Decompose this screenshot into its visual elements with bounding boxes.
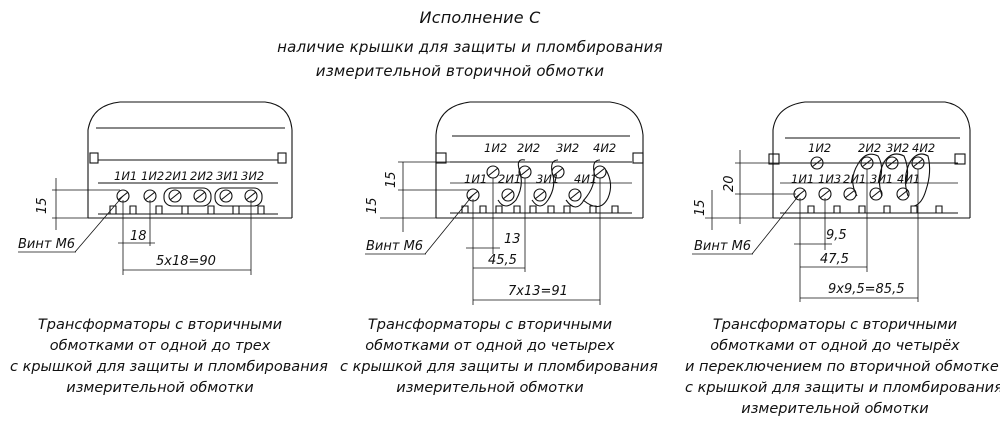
terminal-label: 1И1 [791, 172, 814, 186]
terminal-label: 4И2 [912, 141, 935, 155]
caption-line: с крышкой для защиты и пломбирования [10, 359, 328, 375]
dim-mid: 47,5 [820, 252, 849, 267]
housing-outline [772, 101, 971, 218]
dim-height: 15 [365, 197, 380, 214]
screw-label: Винт М6 [366, 239, 423, 254]
caption-line: Трансформаторы с вторичными [712, 317, 958, 333]
dim-height: 15 [693, 199, 708, 216]
terminal-label: 1И3 [818, 172, 841, 186]
dim-height: 20 [722, 175, 737, 192]
terminal-label: 3И1 [536, 172, 559, 186]
terminal-label: 2И2 [517, 141, 540, 155]
dim-total: 7x13=91 [508, 284, 568, 299]
terminal-slots [109, 205, 265, 214]
caption-line: обмотками от одной до четырёх [710, 338, 960, 354]
dim-height: 15 [35, 197, 50, 214]
housing-outline [435, 101, 644, 218]
dim-pitch: 18 [130, 229, 147, 244]
diagram-1 [18, 101, 293, 275]
caption-line: Трансформаторы с вторичными [37, 317, 283, 333]
terminal-label: 1И1 [114, 169, 137, 183]
caption-line: Трансформаторы с вторичными [367, 317, 613, 333]
caption-line: измерительной обмотки [396, 380, 584, 396]
terminal-label: 1И1 [464, 172, 487, 186]
caption-line: обмотками от одной до трех [49, 338, 271, 354]
terminal-label: 3И2 [241, 169, 264, 183]
cover-right-tab [277, 152, 287, 164]
dim-pitch: 13 [504, 232, 521, 247]
terminal-label: 4И1 [897, 172, 920, 186]
dim-mid: 45,5 [488, 253, 517, 268]
caption-diagram-1: Трансформаторы с вторичными обмотками от… [10, 315, 328, 399]
terminal-label: 1И2 [141, 169, 164, 183]
terminal-label: 3И1 [216, 169, 239, 183]
cover-left-tab [89, 152, 99, 164]
terminal-label: 3И2 [886, 141, 909, 155]
dim-height: 15 [384, 171, 399, 188]
terminal-label: 2И2 [190, 169, 213, 183]
dim-total: 5x18=90 [156, 254, 216, 269]
terminal-label: 1И2 [484, 141, 507, 155]
diagram-2 [365, 101, 644, 305]
subtitle-line-1: наличие крышки для защиты и пломбировани… [277, 38, 663, 56]
terminal-label: 2И2 [858, 141, 881, 155]
terminal-label: 4И1 [574, 172, 597, 186]
page-title: Исполнение С [419, 8, 541, 27]
screw-label: Винт М6 [18, 237, 75, 252]
caption-diagram-2: Трансформаторы с вторичными обмотками от… [340, 315, 658, 399]
terminal-label: 4И2 [593, 141, 616, 155]
dim-pitch: 9,5 [826, 228, 847, 243]
terminal-label: 3И2 [556, 141, 579, 155]
terminal-slots [807, 205, 943, 213]
terminal-screws [116, 187, 263, 207]
diagram-3 [692, 101, 971, 302]
terminal-label: 3И1 [870, 172, 893, 186]
caption-line: с крышкой для защиты и пломбирования [340, 359, 658, 375]
terminal-slots [461, 205, 619, 213]
dim-total: 9x9,5=85,5 [828, 282, 904, 297]
caption-line: с крышкой для защиты и пломбирования [685, 380, 1000, 396]
caption-line: и переключением по вторичной обмотке [685, 359, 999, 375]
terminal-label: 2И1 [843, 172, 866, 186]
terminal-label: 2И1 [498, 172, 521, 186]
caption-diagram-3: Трансформаторы с вторичными обмотками от… [685, 315, 1000, 420]
housing-outline [87, 101, 293, 218]
screw-label: Винт М6 [694, 239, 751, 254]
caption-line: измерительной обмотки [741, 401, 929, 417]
caption-line: обмотками от одной до четырех [365, 338, 615, 354]
terminal-label: 1И2 [808, 141, 831, 155]
subtitle-line-2: измерительной вторичной обмотки [315, 62, 605, 80]
caption-line: измерительной обмотки [66, 380, 254, 396]
terminal-label: 2И1 [165, 169, 188, 183]
